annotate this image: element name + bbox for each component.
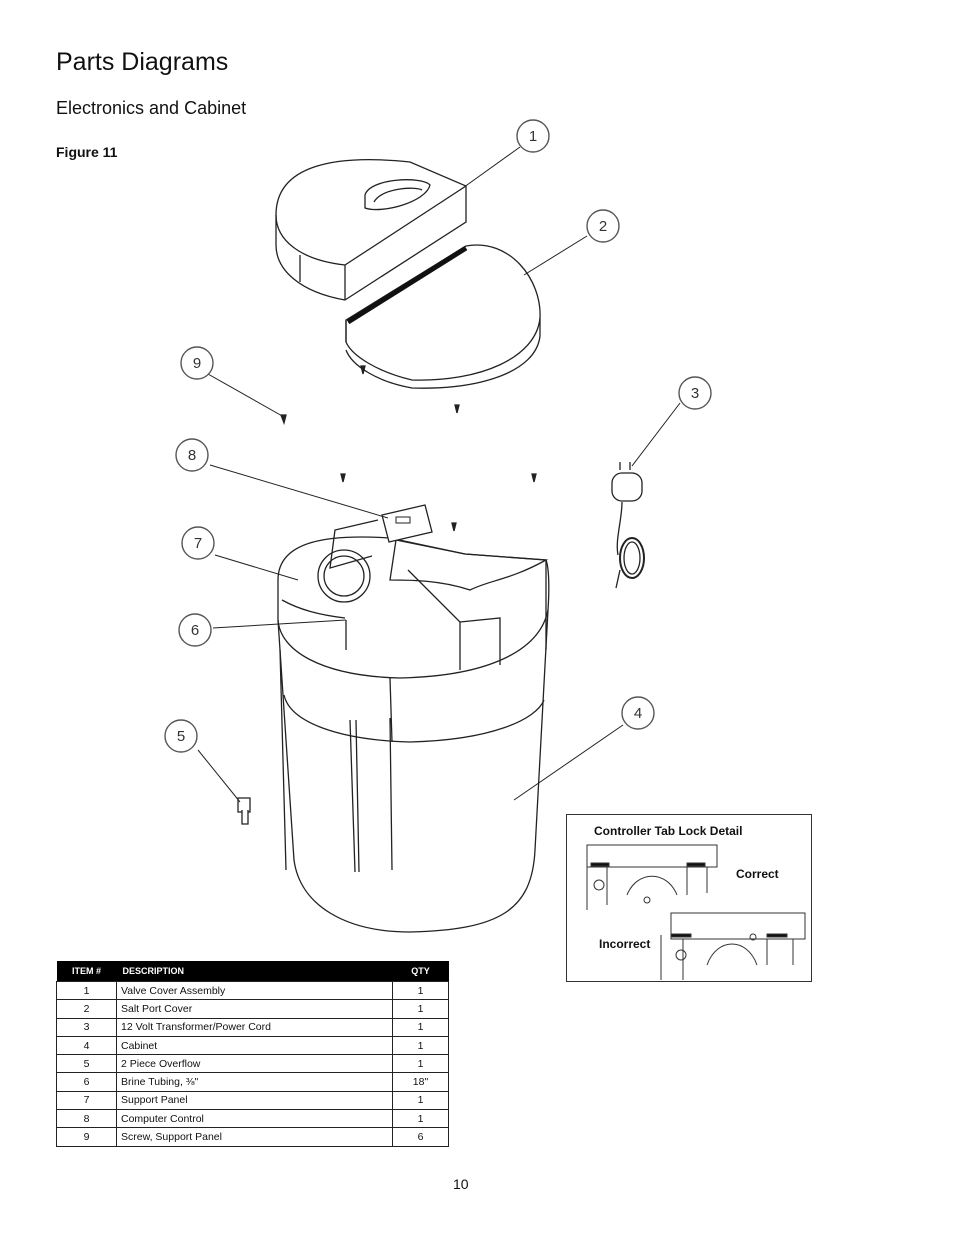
cell-qty: 1 [392,1090,449,1111]
page-number: 10 [453,1176,469,1192]
callout-circle-8 [175,438,209,472]
header-description: DESCRIPTION [116,961,393,982]
tab-lock-detail-panel: Controller Tab Lock Detail Correct Incor… [566,814,812,982]
table-row: 2 Salt Port Cover 1 [56,999,449,1019]
cell-item: 8 [56,1109,117,1129]
header-qty: QTY [392,961,449,982]
page-title: Parts Diagrams [56,48,229,76]
cell-description: 12 Volt Transformer/Power Cord [116,1017,393,1037]
callout-number-3: 3 [691,385,699,402]
callout-circle-5 [164,719,198,753]
valve-cover-drawing [275,159,467,301]
screw-drawings [280,365,537,532]
callout-circle-9 [180,346,214,380]
table-row: 6 Brine Tubing, ⅜" 18" [56,1072,449,1092]
cell-qty: 1 [392,999,449,1019]
cell-description: Screw, Support Panel [116,1127,393,1147]
callout-circles [164,119,712,753]
overflow-drawing [237,797,251,825]
table-row: 3 12 Volt Transformer/Power Cord 1 [56,1017,449,1037]
cell-description: Salt Port Cover [116,999,393,1019]
cell-qty: 1 [392,1017,449,1037]
callout-circle-4 [621,696,655,730]
cell-qty: 6 [392,1127,449,1147]
cell-description: 2 Piece Overflow [116,1054,393,1074]
tab-lock-detail-drawing [586,844,806,980]
callout-number-6: 6 [191,622,199,639]
section-subtitle: Electronics and Cabinet [56,98,247,118]
table-row: 9 Screw, Support Panel 6 [56,1127,449,1147]
callout-circle-2 [586,209,620,243]
callout-circle-6 [178,613,212,647]
table-row: 8 Computer Control 1 [56,1109,449,1129]
callout-circle-7 [181,526,215,560]
leader-lines [197,146,681,803]
callout-circle-3 [678,376,712,410]
cabinet-drawing [277,536,550,933]
cell-qty: 18" [392,1072,449,1092]
cell-description: Computer Control [116,1109,393,1129]
callout-number-8: 8 [188,447,196,464]
callout-number-4: 4 [634,705,642,722]
cell-item: 4 [56,1035,117,1056]
exploded-parts-diagram: 1 2 3 4 5 6 7 8 9 [164,119,712,933]
parts-table: ITEM # DESCRIPTION QTY 1 Valve Cover Ass… [56,961,449,1147]
cell-qty: 1 [392,1109,449,1129]
callout-number-9: 9 [193,355,201,372]
callout-number-2: 2 [599,218,607,235]
callout-number-7: 7 [194,535,202,552]
table-row: 5 2 Piece Overflow 1 [56,1054,449,1074]
cell-qty: 1 [392,1054,449,1074]
cell-item: 6 [56,1072,117,1092]
cell-description: Support Panel [116,1090,393,1111]
cell-qty: 1 [392,1035,449,1056]
cell-item: 9 [56,1127,117,1147]
table-row: 4 Cabinet 1 [56,1035,449,1056]
cell-item: 7 [56,1090,117,1111]
cell-description: Valve Cover Assembly [116,980,393,1001]
transformer-drawing [611,462,645,589]
table-row: 7 Support Panel 1 [56,1090,449,1111]
detail-correct-label: Correct [736,867,779,881]
header-item: ITEM # [56,961,117,982]
cell-item: 3 [56,1017,117,1037]
cell-qty: 1 [392,980,449,1001]
cell-item: 5 [56,1054,117,1074]
cell-description: Brine Tubing, ⅜" [116,1072,393,1092]
detail-incorrect-label: Incorrect [599,937,651,951]
support-panel-drawing [281,599,346,619]
cell-description: Cabinet [116,1035,393,1056]
callout-number-1: 1 [529,128,537,145]
table-header-row: ITEM # DESCRIPTION QTY [56,961,449,982]
callout-circle-1 [516,119,550,153]
table-row: 1 Valve Cover Assembly 1 [56,980,449,1001]
salt-port-cover-drawing [345,244,541,389]
figure-label: Figure 11 [56,144,118,160]
callout-number-5: 5 [177,728,185,745]
computer-control-drawing [317,504,433,603]
cell-item: 1 [56,980,117,1001]
detail-title: Controller Tab Lock Detail [594,824,743,838]
cell-item: 2 [56,999,117,1019]
